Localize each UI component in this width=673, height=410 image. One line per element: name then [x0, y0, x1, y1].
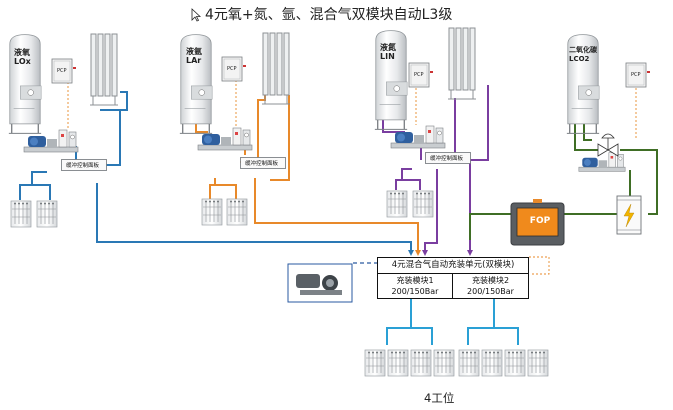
cylinder-rack-icon — [412, 190, 434, 218]
cylinder-rack-icon — [10, 200, 32, 228]
filling-module-1: 充装模块1 200/150Bar — [378, 273, 453, 298]
buffer-panel-label: 缓冲控制面板 — [66, 163, 100, 169]
module-distribution-lines — [386, 299, 519, 345]
filling-unit-title: 4元混合气自动充装单元(双模块) — [378, 258, 528, 274]
pcp-indicator-icons — [73, 65, 650, 73]
vaporizer-icon — [90, 33, 119, 106]
pcp-links — [67, 76, 637, 275]
valve-icon — [597, 133, 619, 157]
cylinder-rack-icon — [504, 349, 526, 377]
vaporizer-icon — [262, 32, 291, 105]
cursor-icon — [191, 8, 201, 22]
arrow-icon — [415, 250, 421, 256]
filling-module-2: 充装模块2 200/150Bar — [467, 276, 514, 296]
cylinder-rack-icon — [364, 349, 386, 377]
station-racks — [364, 349, 549, 377]
vaporizer-icon — [448, 27, 477, 100]
oxygen-lines — [19, 91, 412, 250]
fop-control-panel — [510, 199, 565, 246]
buffer-panel-label: 缓冲控制面板 — [245, 161, 279, 167]
buffer-panel-label: 缓冲控制面板 — [430, 156, 464, 162]
cylinder-rack-icon — [36, 200, 58, 228]
compressor-icon — [287, 263, 353, 303]
pcp-label: PCP — [227, 66, 237, 72]
stations-label: 4工位 — [424, 391, 455, 405]
cylinder-rack-icon — [410, 349, 432, 377]
cylinder-rack-icon — [458, 349, 480, 377]
cylinder-rack-icon — [527, 349, 549, 377]
fop-label: FOP — [529, 216, 551, 226]
diagram-title: 4元氧+氮、氩、混合气双模块自动L3级 — [205, 7, 453, 23]
cylinder-rack-icon — [481, 349, 503, 377]
pcp-label: PCP — [57, 68, 67, 74]
pcp-label: PCP — [414, 72, 424, 78]
cylinder-rack-icon — [226, 198, 248, 226]
cylinder-rack-icon — [201, 198, 223, 226]
cylinder-rack-group — [10, 190, 434, 228]
analyzer-icon — [616, 195, 642, 235]
pcp-label: PCP — [631, 72, 641, 78]
cylinder-rack-icon — [386, 190, 408, 218]
cylinder-rack-icon — [387, 349, 409, 377]
arrow-icon — [408, 250, 414, 256]
filling-unit-box: 4元混合气自动充装单元(双模块) 充装模块1 200/150Bar 充装模块2 … — [377, 257, 529, 299]
arrow-icon — [422, 250, 473, 256]
cylinder-rack-icon — [433, 349, 455, 377]
